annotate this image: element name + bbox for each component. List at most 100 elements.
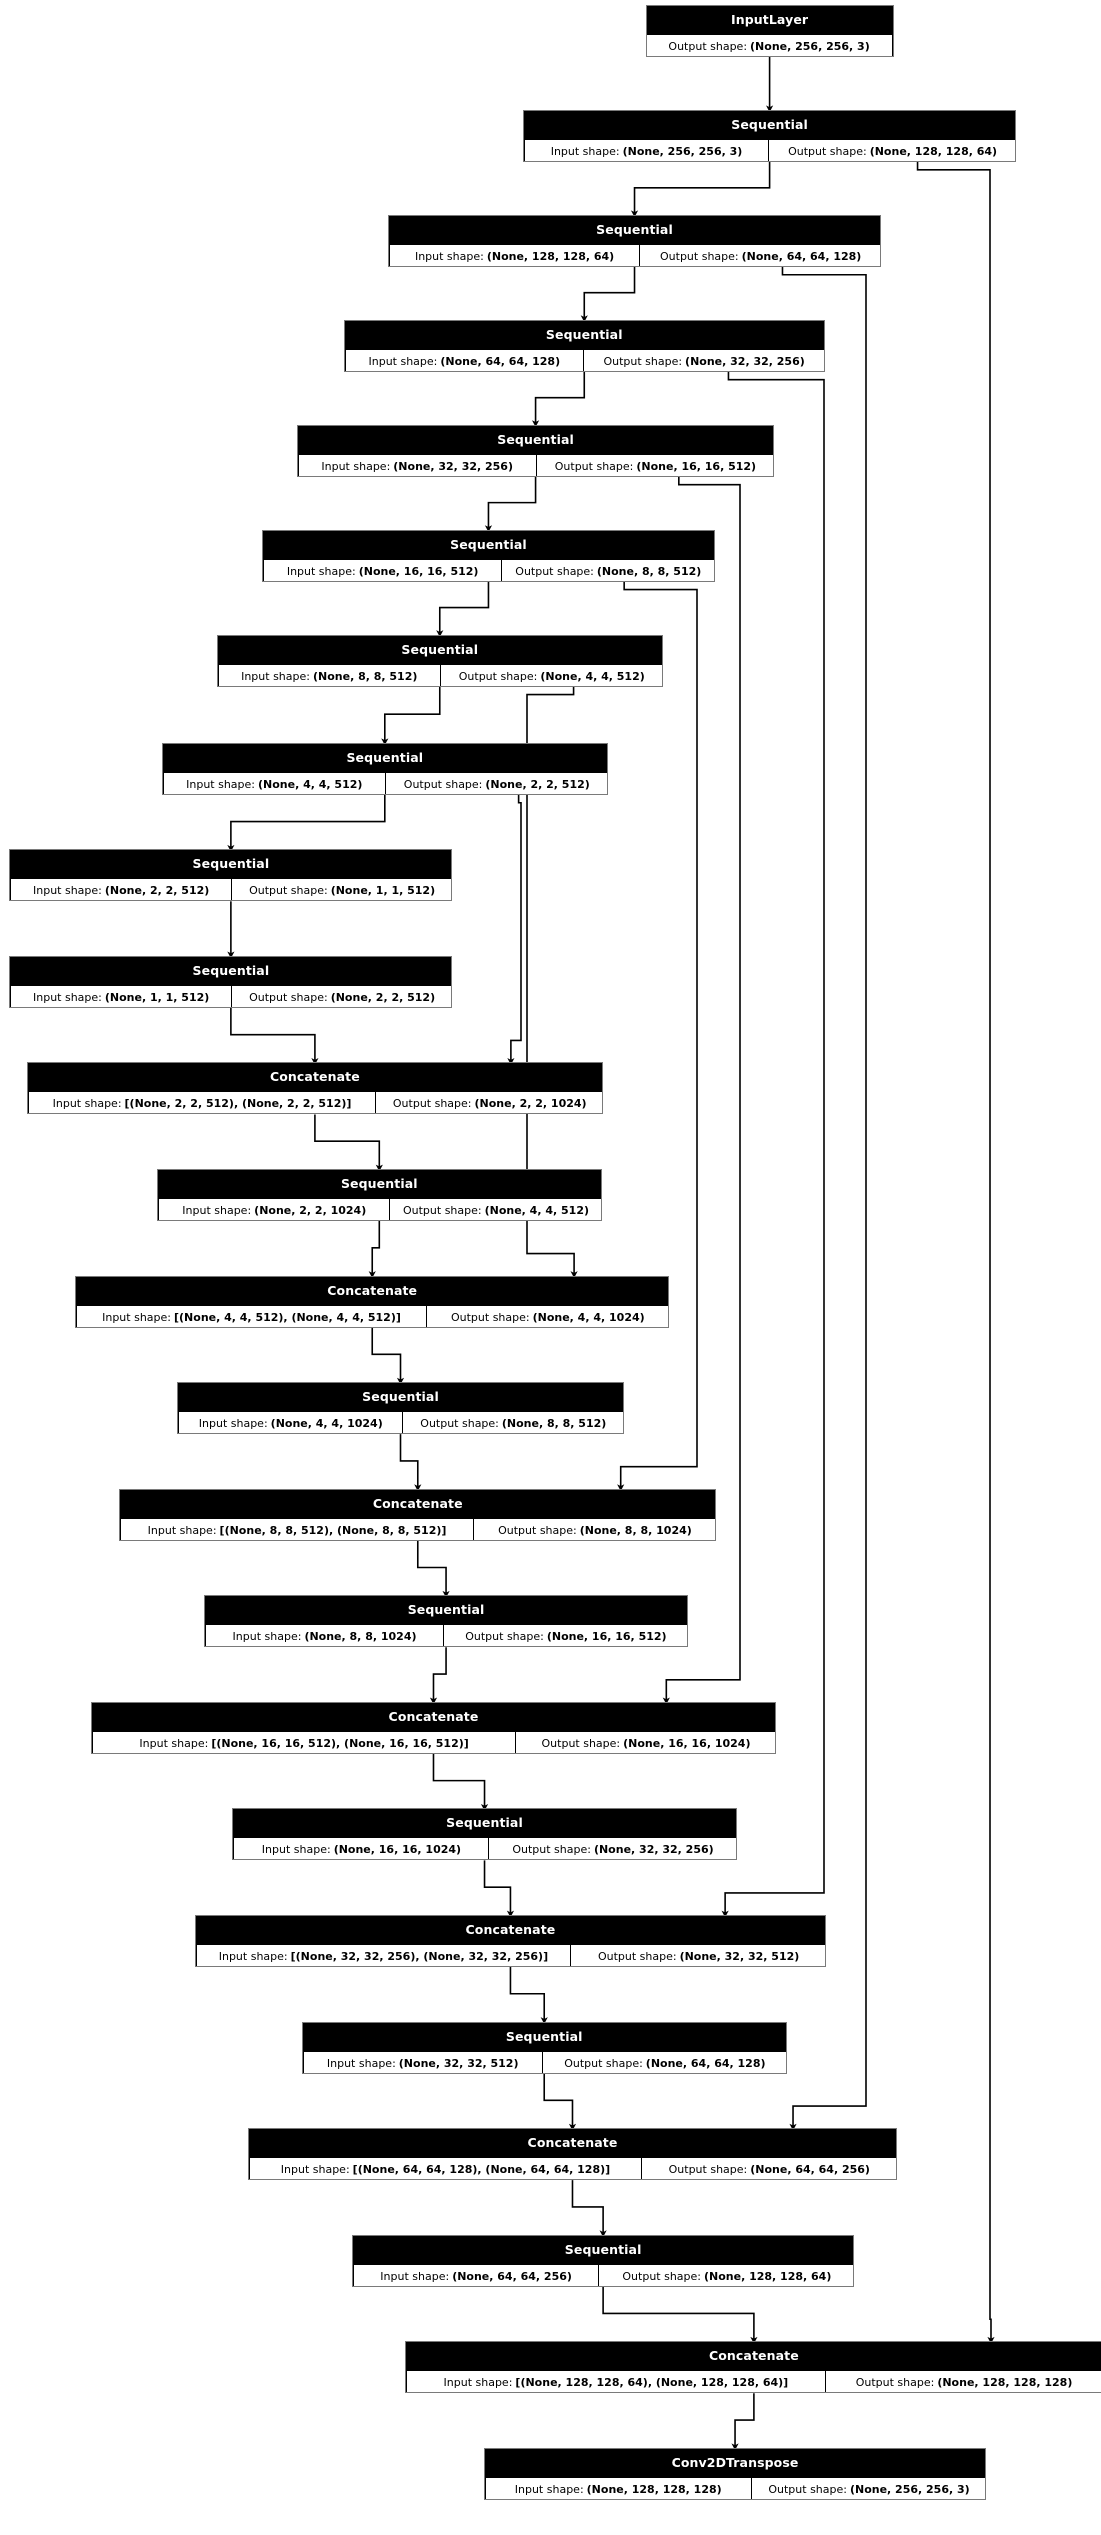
output-shape-label: Output shape: bbox=[465, 1630, 544, 1644]
node-title: Sequential bbox=[217, 635, 662, 663]
input-shape-label: Input shape: bbox=[321, 459, 391, 473]
output-shape-label: Output shape: bbox=[512, 1843, 591, 1857]
graph-edge bbox=[571, 2180, 607, 2238]
node-input-shape: Input shape:(None, 64, 64, 128) bbox=[344, 348, 584, 371]
node-shape-row: Input shape:(None, 16, 16, 512) Output sh… bbox=[263, 557, 714, 581]
graph-edge bbox=[484, 476, 537, 533]
input-shape-value: [(None, 64, 64, 128), (None, 64, 64, 128… bbox=[352, 2163, 611, 2177]
output-shape-value: (None, 2, 2, 512) bbox=[330, 990, 436, 1004]
output-shape-label: Output shape: bbox=[660, 249, 739, 263]
node-input-shape: Input shape:(None, 16, 16, 512) bbox=[263, 558, 502, 581]
node-input-shape: Input shape:(None, 64, 64, 256) bbox=[352, 2263, 600, 2286]
node-shape-row: Input shape:(None, 256, 256, 3)Output sh… bbox=[524, 137, 1016, 161]
node-title: Concatenate bbox=[406, 2342, 1101, 2370]
node-shape-row: Input shape:(None, 64, 64, 256)Output sh… bbox=[352, 2262, 854, 2286]
input-shape-value: (None, 32, 32, 256) bbox=[393, 459, 513, 473]
node-input-shape: Input shape:(None, 4, 4, 512) bbox=[162, 771, 386, 794]
output-shape-value: (None, 64, 64, 256) bbox=[750, 2163, 870, 2177]
node-title: Sequential bbox=[297, 425, 774, 453]
edge-paths bbox=[227, 56, 995, 2451]
output-shape-label: Output shape: bbox=[402, 1204, 482, 1217]
node-input-shape: Input shape:[(None, 8, 8, 512), (None, 8… bbox=[120, 1517, 474, 1540]
node-input-shape: Input shape:(None, 1, 1, 512) bbox=[10, 984, 232, 1007]
graph-edge bbox=[617, 581, 698, 1492]
node-title: Sequential bbox=[10, 850, 452, 878]
node-title: Sequential bbox=[344, 320, 824, 348]
output-shape-label: Output shape: bbox=[249, 990, 328, 1004]
node-shape-row: Input shape:(None, 8, 8, 512)Output shap… bbox=[217, 662, 662, 686]
output-shape-label: Output shape: bbox=[768, 2482, 847, 2496]
graph-edge bbox=[381, 686, 441, 746]
input-shape-value: [(None, 32, 32, 256), (None, 32, 32, 256… bbox=[290, 1949, 549, 1963]
graph-edge bbox=[781, 266, 867, 2131]
node-output-shape: Output shape:(None, 8, 8, 512) bbox=[403, 1411, 623, 1434]
output-shape-value: (None, 16, 16, 512) bbox=[546, 1630, 667, 1644]
graph-edge bbox=[230, 1007, 319, 1065]
input-shape-label: Input shape: bbox=[443, 2376, 513, 2390]
input-shape-value: (None, 2, 2, 1024) bbox=[254, 1204, 367, 1217]
output-shape-value: (None, 32, 32, 256) bbox=[685, 354, 805, 368]
node-title: Sequential bbox=[352, 2235, 854, 2263]
node-title: Conv2DTranspose bbox=[484, 2448, 986, 2476]
output-shape-value: (None, 64, 64, 128) bbox=[645, 2056, 766, 2070]
output-shape-value: (None, 128, 128, 64) bbox=[869, 144, 998, 158]
input-shape-value: (None, 64, 64, 128) bbox=[440, 354, 561, 368]
node-input-shape: Input shape:(None, 32, 32, 512) bbox=[302, 2050, 543, 2073]
graph-edge bbox=[436, 581, 490, 637]
graph-edge bbox=[580, 266, 636, 323]
output-shape-label: Output shape: bbox=[564, 2056, 643, 2070]
output-shape-label: Output shape: bbox=[603, 354, 683, 368]
input-shape-value: (None, 4, 4, 512) bbox=[258, 777, 363, 791]
input-shape-label: Input shape: bbox=[380, 2269, 450, 2283]
node-title: Sequential bbox=[178, 1383, 623, 1411]
node-input-shape: Input shape:[(None, 16, 16, 512), (None,… bbox=[92, 1730, 517, 1753]
node-output-shape: Output shape:(None, 256, 256, 3) bbox=[751, 2476, 986, 2499]
node-title: Sequential bbox=[205, 1596, 687, 1624]
node-input-shape: Input shape:(None, 2, 2, 512) bbox=[10, 878, 232, 901]
graph-edge bbox=[916, 161, 995, 2344]
output-shape-value: (None, 8, 8, 1024) bbox=[579, 1523, 692, 1537]
graph-edge bbox=[543, 2073, 577, 2131]
node-output-shape: Output shape:(None, 1, 1, 512) bbox=[231, 878, 452, 901]
node-input-shape: Input shape:(None, 4, 4, 1024) bbox=[178, 1411, 404, 1434]
node-output-shape: Output shape:(None, 128, 128, 128) bbox=[825, 2370, 1101, 2393]
graph-edge bbox=[416, 1540, 450, 1598]
graph-edge bbox=[227, 794, 386, 852]
output-shape-value: (None, 32, 32, 256) bbox=[593, 1843, 714, 1857]
node-input-shape: Input shape:[(None, 32, 32, 256), (None,… bbox=[195, 1943, 572, 1966]
node-title: Sequential bbox=[263, 530, 714, 558]
input-shape-value: [(None, 2, 2, 512), (None, 2, 2, 512)] bbox=[124, 1097, 352, 1111]
node-shape-row: Input shape:(None, 64, 64, 128) Output sh… bbox=[344, 347, 824, 371]
output-shape-label: Output shape: bbox=[788, 144, 867, 158]
node-shape-row: Input shape:(None, 4, 4, 512)Output shap… bbox=[162, 770, 607, 794]
input-shape-value: (None, 16, 16, 1024) bbox=[333, 1843, 462, 1857]
graph-edge bbox=[507, 794, 522, 1065]
input-shape-label: Input shape: bbox=[550, 144, 620, 158]
output-shape-label: Output shape: bbox=[515, 564, 594, 578]
node-shape-row: Input shape:(None, 2, 2, 1024)Output sha… bbox=[158, 1197, 601, 1220]
